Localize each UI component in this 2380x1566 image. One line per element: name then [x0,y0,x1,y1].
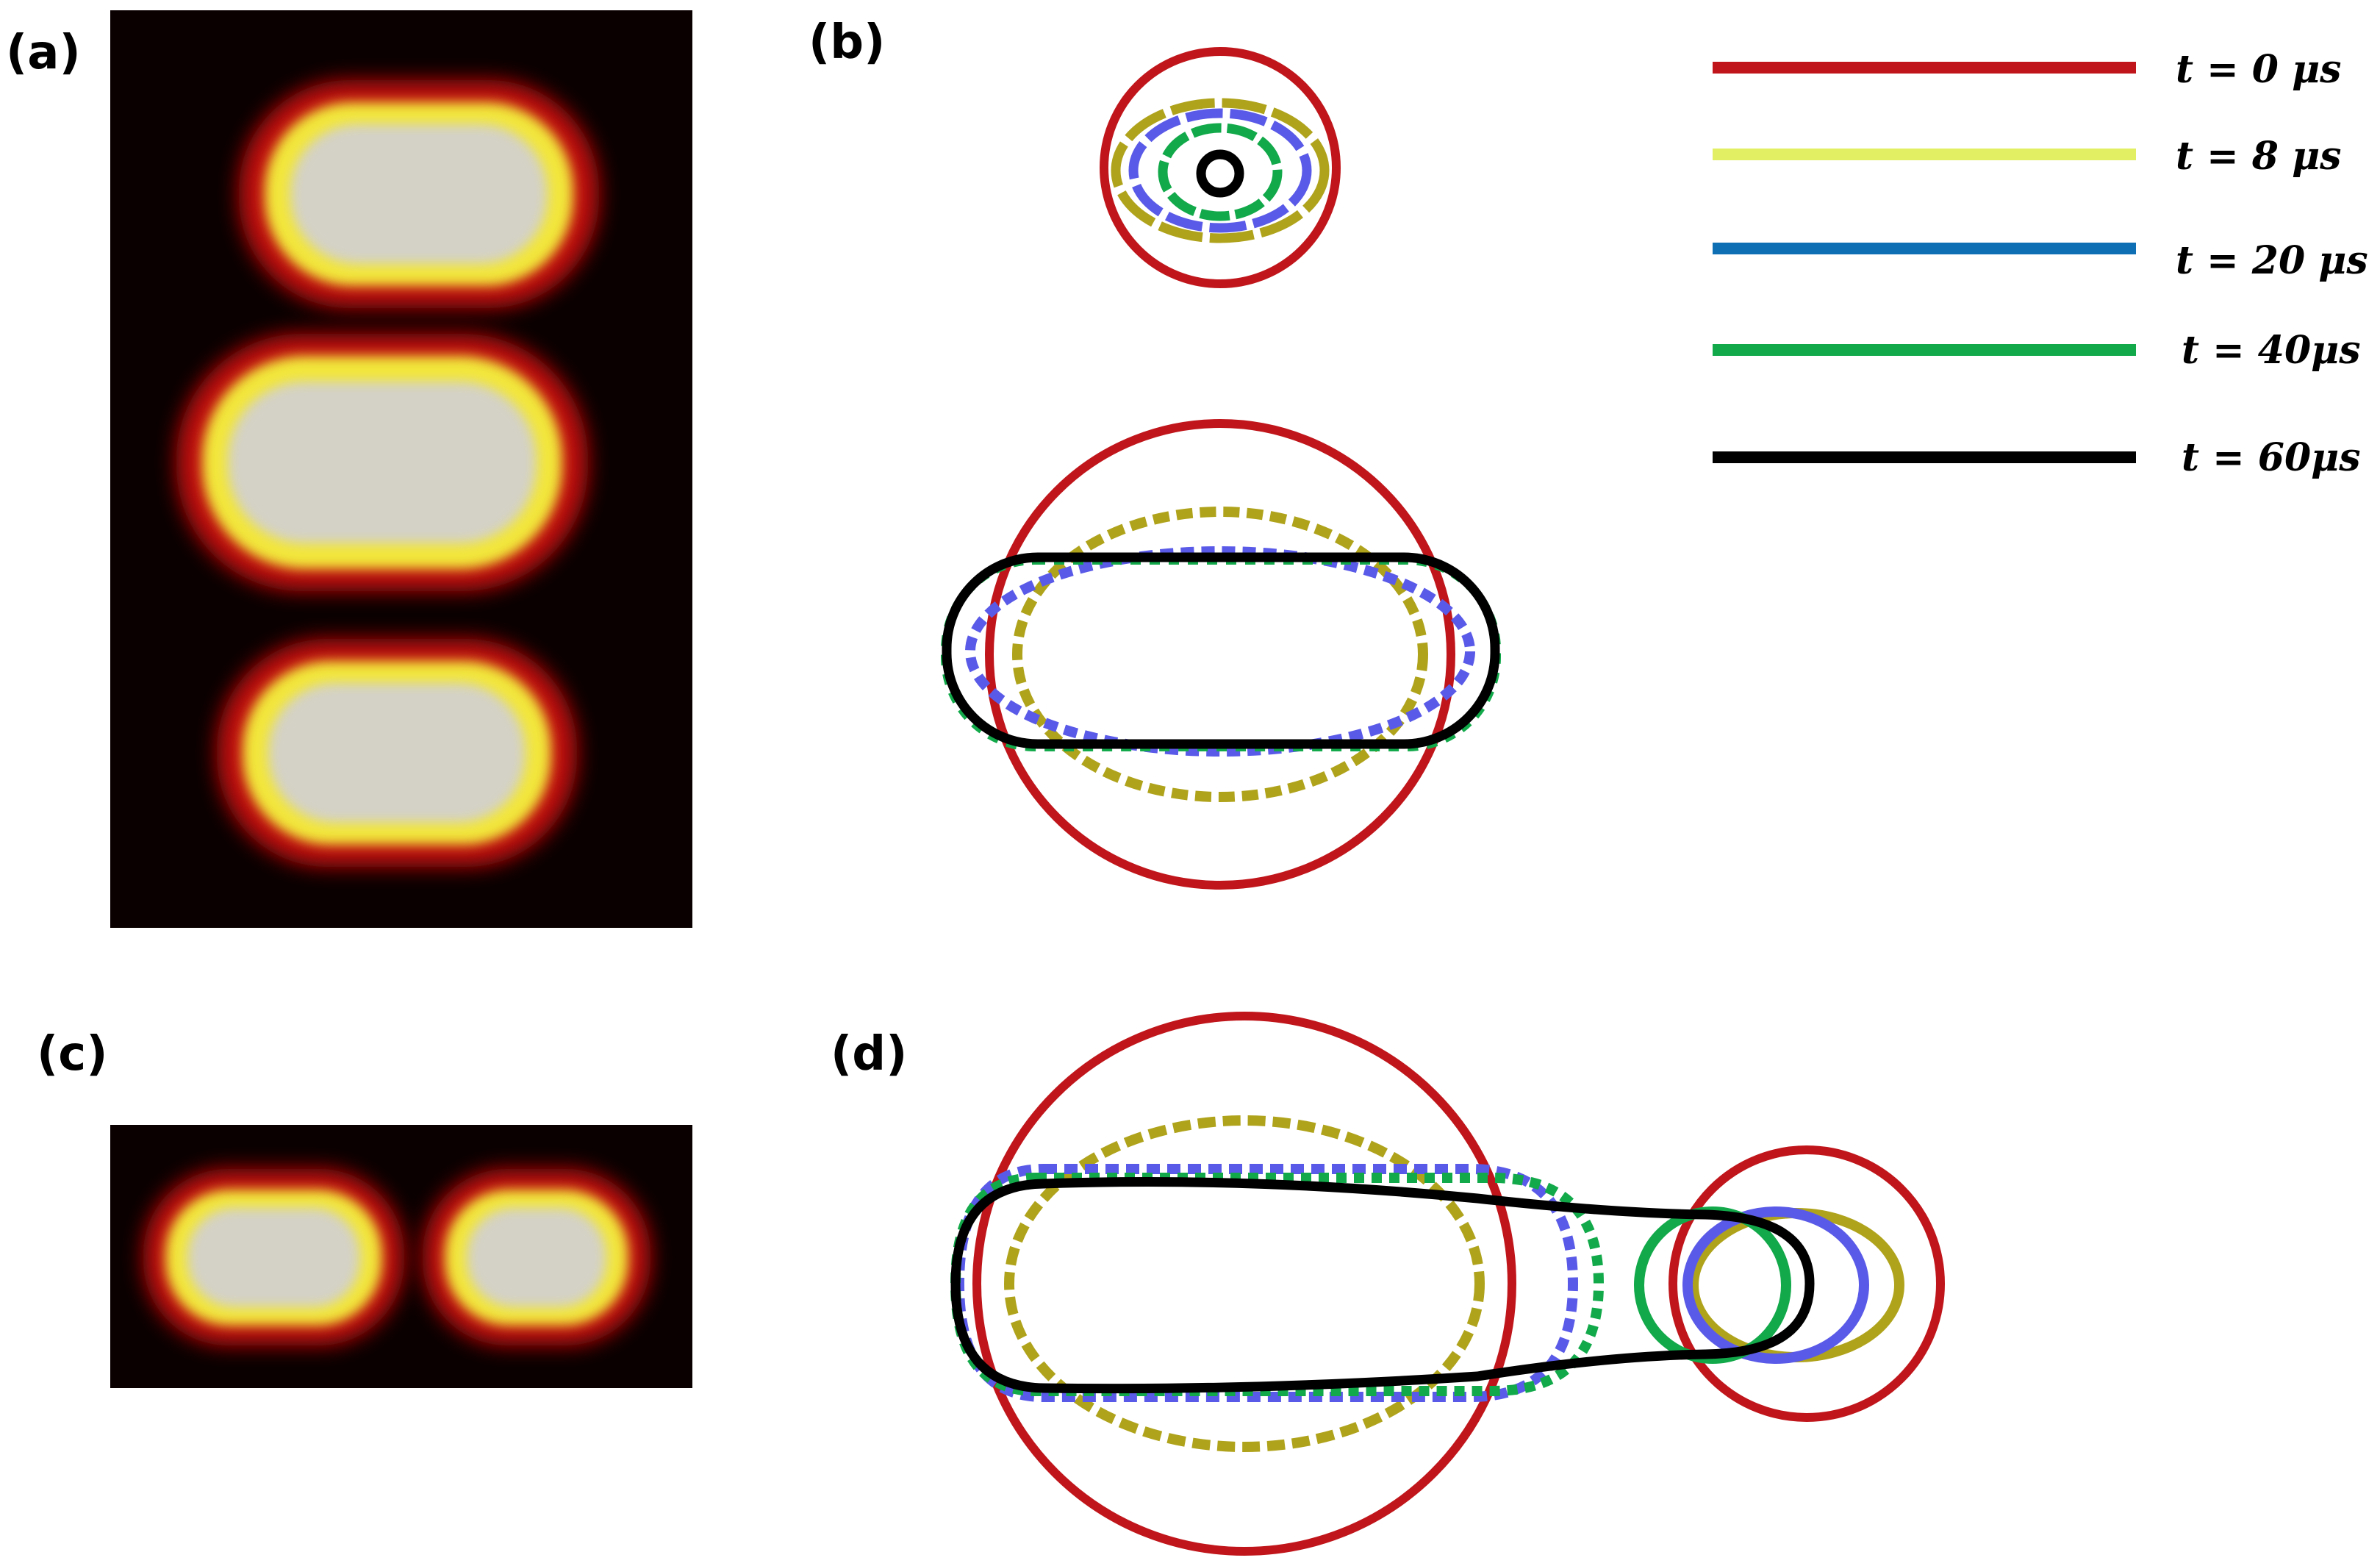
droplet-middle [176,334,588,591]
contour-large-t20 [965,546,1475,757]
panel-label-c: (c) [37,1027,108,1081]
panel-label-b: (b) [809,15,886,70]
contour-d-t8-large [1004,1115,1485,1452]
panel-a-droplets [176,80,599,867]
droplet-left [143,1169,404,1345]
panel-c-photo [110,1125,692,1388]
contour-large-t8 [1012,507,1428,802]
panel-c-droplets [143,1169,650,1345]
droplet-right [423,1169,650,1345]
panel-a-photo [110,10,692,928]
legend-label-t0: t = 0 μs [2176,47,2341,92]
contour-large-t60 [942,552,1500,749]
contour-small-t60 [1196,149,1244,198]
contour-d-t0-large [972,1012,1516,1556]
contour-large-t0 [985,419,1455,890]
legend-label-t20: t = 20 μs [2176,238,2368,283]
contour-small-t0 [1100,47,1341,288]
droplet-bottom [217,639,577,867]
contour-d-t20-small [1682,1206,1869,1364]
contour-d-t0-small [1668,1145,1945,1422]
contour-small-t40 [1158,123,1283,221]
droplet-top [239,80,599,308]
legend-label-t8: t = 8 μs [2176,134,2341,179]
panel-label-a: (a) [6,26,81,80]
contour-d-t60 [950,1177,1815,1394]
legend: t = 0 μs t = 8 μs t = 20 μs t = 40μs t =… [1713,47,2368,480]
contour-small-t8 [1111,98,1330,243]
contour-small-t20 [1128,108,1312,233]
legend-label-t40: t = 40μs [2182,328,2361,373]
legend-label-t60: t = 60μs [2182,435,2361,480]
contour-d-t40 [950,1173,1605,1396]
panel-label-d: (d) [831,1027,908,1081]
